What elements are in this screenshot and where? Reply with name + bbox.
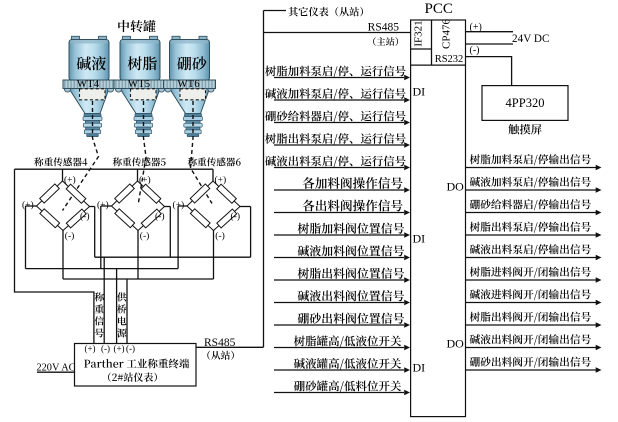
svg-text:CP476: CP476 — [441, 19, 453, 49]
svg-text:DI: DI — [413, 85, 426, 99]
svg-text:(-): (-) — [126, 344, 135, 354]
svg-text:(-): (-) — [101, 344, 110, 354]
svg-text:DI: DI — [413, 232, 426, 246]
svg-text:220V AC: 220V AC — [37, 363, 76, 374]
svg-text:DI: DI — [413, 361, 426, 375]
svg-text:(+): (+) — [470, 22, 482, 33]
svg-text:(-): (-) — [231, 211, 241, 222]
svg-text:(-): (-) — [140, 231, 150, 242]
svg-text:RS232: RS232 — [435, 54, 464, 65]
svg-text:IF321: IF321 — [413, 20, 425, 46]
svg-text:(-): (-) — [155, 211, 165, 222]
svg-text:(-): (-) — [215, 231, 225, 242]
svg-text:(+): (+) — [97, 200, 109, 211]
svg-text:(-): (-) — [65, 231, 75, 242]
svg-text:(-): (-) — [80, 211, 90, 222]
svg-text:(+): (+) — [84, 344, 95, 354]
svg-text:(+): (+) — [22, 200, 34, 211]
svg-text:PCC: PCC — [425, 1, 453, 17]
svg-text:(+): (+) — [64, 175, 76, 186]
svg-text:(+): (+) — [113, 344, 124, 354]
svg-text:(+): (+) — [139, 175, 151, 186]
svg-text:4PP320: 4PP320 — [506, 96, 545, 110]
svg-text:WT5: WT5 — [128, 78, 150, 90]
svg-text:(+): (+) — [173, 200, 185, 211]
svg-text:24V DC: 24V DC — [512, 33, 549, 45]
svg-text:DO: DO — [447, 337, 465, 351]
svg-text:WT6: WT6 — [177, 78, 200, 90]
svg-text:RS485: RS485 — [368, 22, 400, 34]
svg-text:(-): (-) — [470, 45, 480, 56]
svg-text:DO: DO — [447, 180, 465, 194]
svg-text:RS485: RS485 — [204, 337, 236, 349]
svg-text:(+): (+) — [215, 175, 227, 186]
svg-text:WT4: WT4 — [77, 78, 100, 90]
